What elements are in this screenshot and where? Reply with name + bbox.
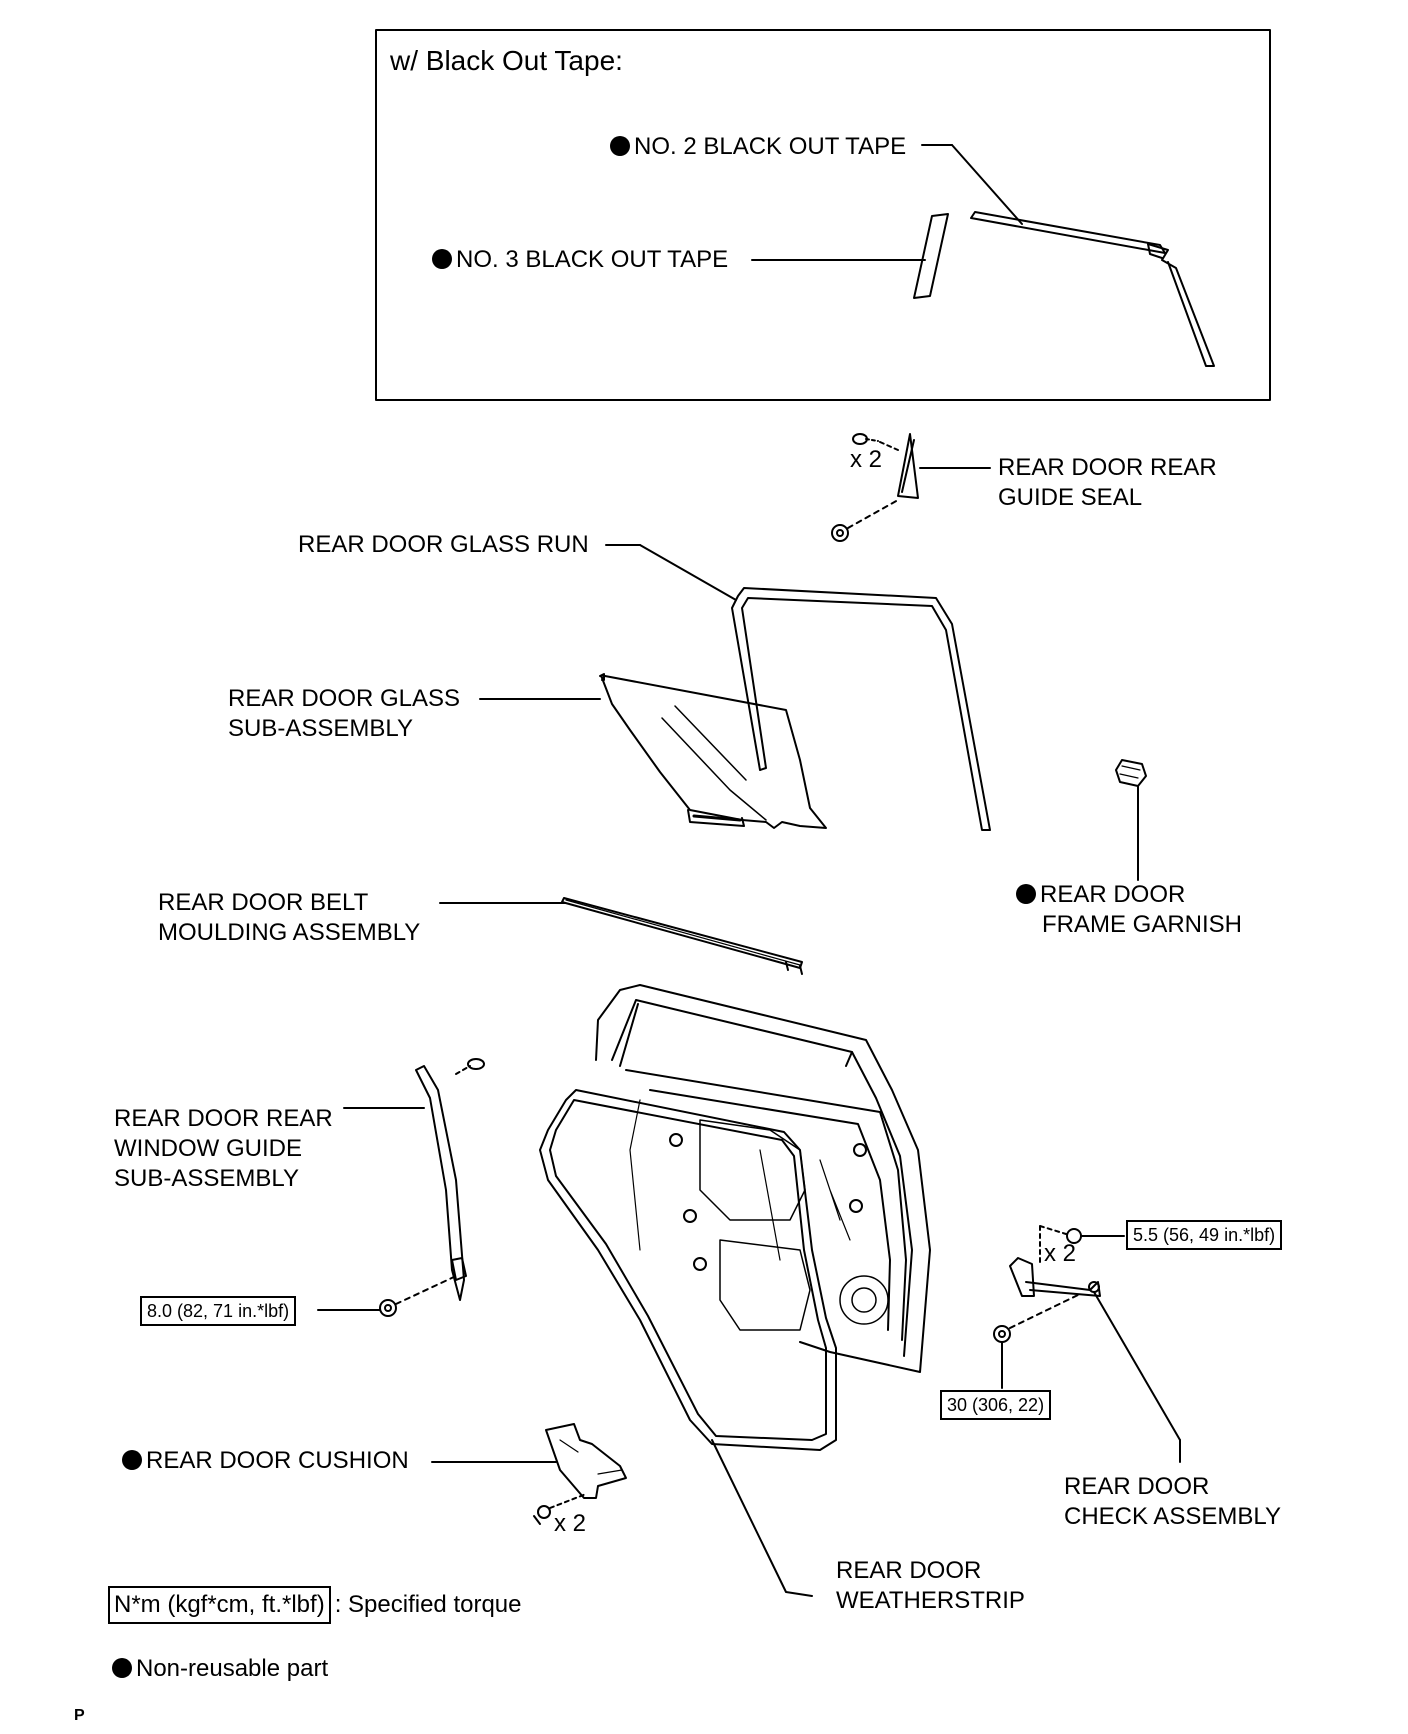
no2-black-out-tape-part	[970, 211, 1215, 367]
qty-guide-seal-screws: x 2	[850, 446, 883, 473]
check-bolt-lower	[993, 1293, 1081, 1389]
label-rear-door-glass-run: REAR DOOR GLASS RUN	[298, 531, 589, 558]
rear-door-rear-guide-seal-part	[897, 433, 991, 499]
inset-box	[375, 29, 1271, 401]
legend-torque: N*m (kgf*cm, ft.*lbf): Specified torque	[108, 1586, 522, 1624]
rear-door-glass-part	[479, 673, 827, 829]
nonreusable-icon	[1016, 884, 1036, 904]
rear-door-weatherstrip-part	[539, 1089, 837, 1597]
footer-code: P	[74, 1707, 85, 1724]
qty-cushion-clips: x 2	[554, 1510, 587, 1537]
label-rear-door-check-assembly: REAR DOOR CHECK ASSEMBLY	[1064, 1473, 1281, 1530]
window-guide-bolt	[317, 1275, 457, 1317]
label-rear-door-belt-moulding-assembly: REAR DOOR BELT MOULDING ASSEMBLY	[158, 889, 421, 946]
label-rear-door-glass-sub-assembly: REAR DOOR GLASS SUB-ASSEMBLY	[228, 685, 461, 742]
nonreusable-icon	[112, 1658, 132, 1678]
label-rear-door-frame-garnish: REAR DOOR FRAME GARNISH	[1016, 880, 1242, 940]
guide-seal-screw-upper	[852, 433, 899, 451]
nonreusable-icon	[432, 249, 452, 269]
qty-check-bolts: x 2	[1044, 1240, 1077, 1267]
label-rear-door-weatherstrip: REAR DOOR WEATHERSTRIP	[836, 1557, 1025, 1614]
rear-door-cushion-part	[431, 1423, 627, 1499]
no3-black-out-tape-part	[913, 213, 949, 299]
label-rear-door-rear-guide-seal: REAR DOOR REAR GUIDE SEAL	[998, 454, 1217, 511]
legend-torque-box: N*m (kgf*cm, ft.*lbf)	[108, 1586, 331, 1624]
label-no2-black-out-tape: NO. 2 BLACK OUT TAPE	[610, 132, 906, 162]
guide-seal-screw-lower	[831, 499, 899, 542]
rear-door-check-part	[1009, 1257, 1181, 1463]
rear-door-rear-window-guide-part	[343, 1065, 467, 1301]
rear-door-frame-garnish-part	[1115, 759, 1147, 881]
nonreusable-icon	[122, 1450, 142, 1470]
window-guide-screw-upper	[455, 1058, 485, 1075]
rear-door-panel-part	[595, 984, 931, 1373]
check-bolt-upper	[1039, 1225, 1125, 1263]
torque-check-upper-bolt: 5.5 (56, 49 in.*lbf)	[1126, 1220, 1283, 1250]
label-no3-black-out-tape: NO. 3 BLACK OUT TAPE	[432, 245, 728, 275]
rear-door-belt-moulding-part	[439, 897, 803, 975]
inset-title: w/ Black Out Tape:	[390, 45, 623, 76]
legend-nonreusable: Non-reusable part	[112, 1654, 328, 1684]
label-rear-door-rear-window-guide-sub-assembly: REAR DOOR REAR WINDOW GUIDE SUB-ASSEMBLY	[114, 1105, 333, 1192]
nonreusable-icon	[610, 136, 630, 156]
label-rear-door-cushion: REAR DOOR CUSHION	[122, 1446, 409, 1476]
torque-check-lower-bolt: 30 (306, 22)	[940, 1390, 1052, 1420]
rear-door-glass-run-part	[605, 544, 991, 831]
torque-window-guide-bolt: 8.0 (82, 71 in.*lbf)	[140, 1296, 297, 1326]
cushion-clip	[533, 1493, 587, 1525]
